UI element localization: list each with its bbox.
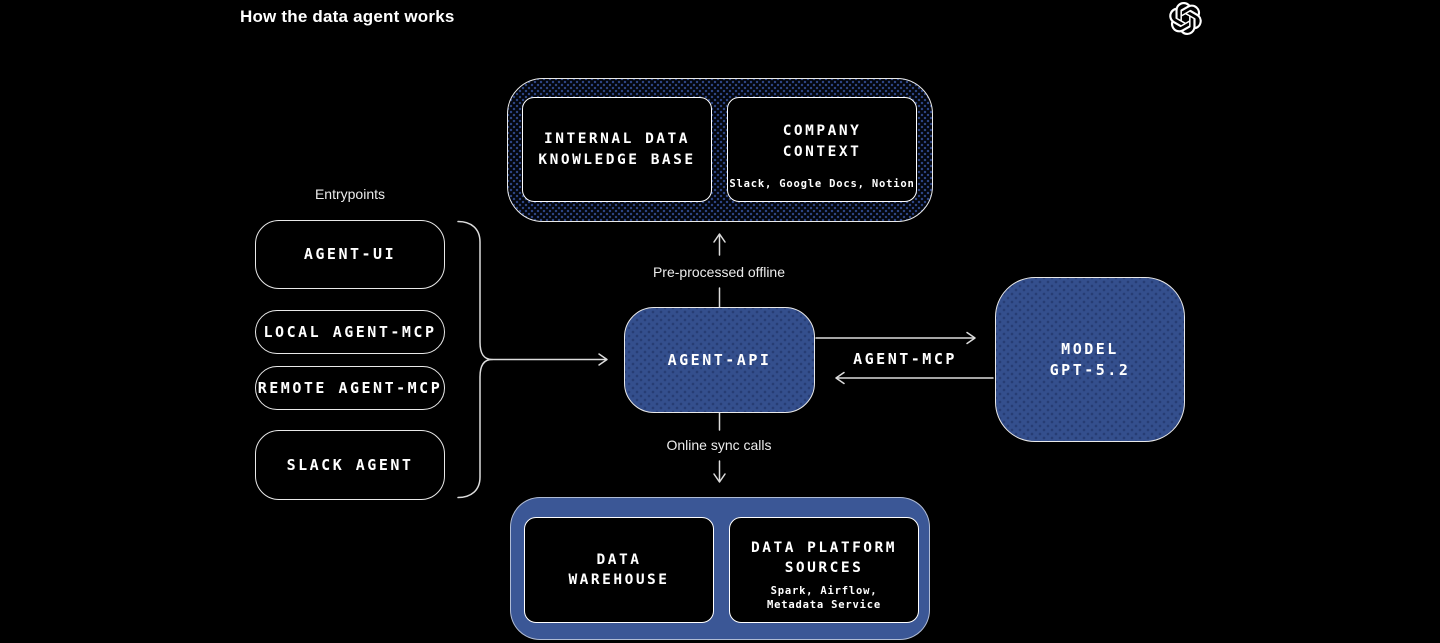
node-slack-agent: SLACK AGENT xyxy=(255,430,445,500)
node-model-gpt-label: MODEL GPT-5.2 xyxy=(1049,339,1131,379)
node-model-gpt: MODEL GPT-5.2 xyxy=(995,277,1185,442)
node-company-context: COMPANY CONTEXT Slack, Google Docs, Noti… xyxy=(727,97,917,202)
node-company-context-subtitle: Slack, Google Docs, Notion xyxy=(729,177,915,190)
node-agent-ui: AGENT-UI xyxy=(255,220,445,289)
node-agent-api-label: AGENT-API xyxy=(667,350,772,369)
node-internal-data-knowledge-base: INTERNAL DATA KNOWLEDGE BASE xyxy=(522,97,712,202)
node-remote-agent-mcp-label: REMOTE AGENT-MCP xyxy=(257,378,443,397)
node-data-warehouse: DATA WAREHOUSE xyxy=(524,517,714,623)
node-data-platform-sources-label: DATA PLATFORM SOURCES xyxy=(751,539,897,576)
node-local-agent-mcp: LOCAL AGENT-MCP xyxy=(255,310,445,354)
node-internal-data-knowledge-base-label: INTERNAL DATA KNOWLEDGE BASE xyxy=(538,131,696,168)
node-data-platform-sources: DATA PLATFORM SOURCES Spark, Airflow, Me… xyxy=(729,517,919,623)
entrypoints-brace xyxy=(457,220,493,499)
page-title: How the data agent works xyxy=(240,7,455,26)
label-pre-processed-offline: Pre-processed offline xyxy=(652,264,786,280)
data-sources-panel: DATA WAREHOUSE DATA PLATFORM SOURCES Spa… xyxy=(510,497,930,640)
node-remote-agent-mcp: REMOTE AGENT-MCP xyxy=(255,366,445,410)
node-data-platform-sources-subtitle: Spark, Airflow, Metadata Service xyxy=(767,584,881,611)
knowledge-panel: INTERNAL DATA KNOWLEDGE BASE COMPANY CON… xyxy=(507,78,933,222)
node-slack-agent-label: SLACK AGENT xyxy=(286,455,414,474)
label-agent-mcp: AGENT-MCP xyxy=(853,350,957,368)
label-online-sync-calls: Online sync calls xyxy=(666,437,772,453)
node-company-context-label: COMPANY CONTEXT xyxy=(782,123,862,160)
entrypoints-heading: Entrypoints xyxy=(314,186,386,202)
node-local-agent-mcp-label: LOCAL AGENT-MCP xyxy=(263,322,437,341)
openai-logo-icon xyxy=(1169,2,1202,36)
node-data-warehouse-label: DATA WAREHOUSE xyxy=(568,551,670,588)
node-agent-ui-label: AGENT-UI xyxy=(303,245,397,263)
node-agent-api: AGENT-API xyxy=(624,307,815,413)
